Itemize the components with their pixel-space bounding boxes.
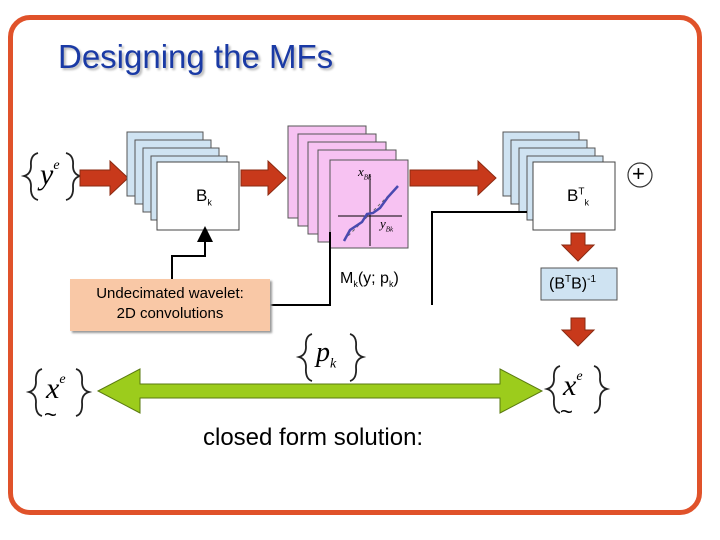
wavelet-line-1: Undecimated wavelet: — [96, 285, 244, 302]
input-to-bt-connector — [431, 211, 527, 305]
param-set-left-brace — [295, 333, 313, 382]
slide-title: Designing the MFs — [58, 38, 334, 75]
nonlinearity-plot — [338, 174, 402, 246]
input-set-right-brace — [65, 152, 84, 201]
closed-form-solution-text: closed form solution: — [203, 424, 424, 451]
output-left-tilde: ~ — [44, 402, 57, 427]
plot-x-label: xBk — [358, 164, 372, 182]
m-block-label: Mk(y; pk) — [340, 270, 399, 290]
bt-block-label: BTk — [567, 186, 589, 208]
b-block-stack — [126, 131, 240, 231]
param-set-right-brace — [349, 333, 367, 382]
plus-sign: + — [632, 161, 645, 186]
bt-block-stack — [502, 131, 616, 231]
wavelet-to-m-connector — [270, 232, 331, 306]
input-set-left-brace — [20, 152, 39, 201]
output-right-tilde: ~ — [560, 399, 573, 424]
summation-circle — [627, 162, 653, 188]
output-set-right-symbol: xe — [563, 369, 583, 402]
arrow-inverse-to-output — [560, 317, 596, 347]
output-left-set-right-brace — [75, 368, 93, 417]
output-right-set-right-brace — [593, 365, 611, 414]
green-double-arrow — [96, 368, 544, 414]
output-left-set-left-brace — [25, 368, 43, 417]
output-set-left-symbol: xe — [46, 372, 66, 405]
wavelet-to-b-connector — [171, 226, 213, 279]
input-set-symbol: ye — [40, 158, 60, 191]
wavelet-line-2: 2D convolutions — [116, 305, 224, 322]
plot-y-label: yBk — [380, 216, 394, 234]
arrow-m-to-bt — [409, 159, 497, 197]
wavelet-box: Undecimated wavelet: 2D convolutions — [70, 279, 270, 331]
arrow-bt-to-inverse — [560, 232, 596, 262]
arrow-b-to-m — [240, 159, 287, 197]
arrow-input-to-b — [79, 159, 129, 197]
param-set-symbol: pk — [316, 337, 337, 372]
b-block-label: Bk — [196, 186, 212, 208]
slide-frame — [8, 15, 702, 515]
output-right-set-left-brace — [543, 365, 561, 414]
inverse-label: (BTB)-1 — [549, 274, 597, 293]
inverse-box — [540, 267, 618, 301]
